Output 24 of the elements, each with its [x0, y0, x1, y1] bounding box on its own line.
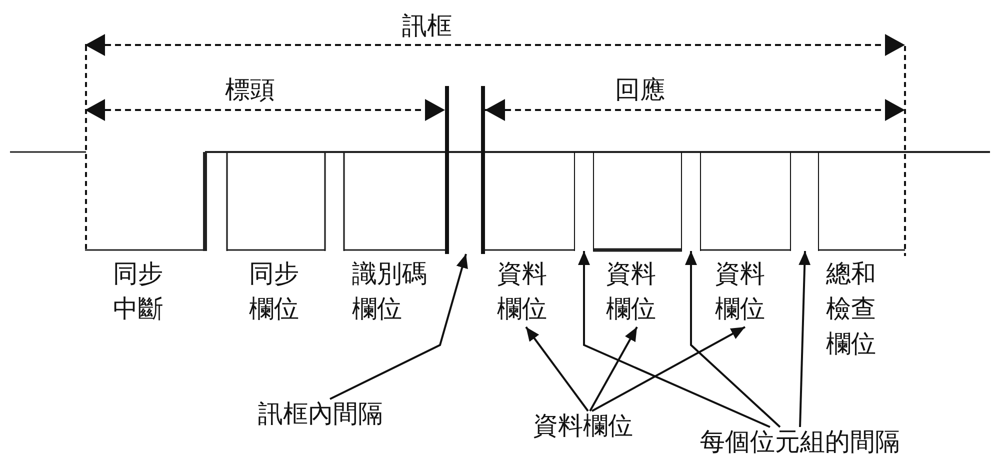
- gap-slot: [790, 152, 819, 251]
- field-label: 資料欄位: [715, 258, 766, 325]
- callout-text: 訊框內間隔: [258, 399, 383, 428]
- callout-text: 資料欄位: [533, 411, 633, 440]
- arrow: [578, 251, 770, 428]
- arrow: [589, 326, 638, 412]
- field-label: 總和檢查欄位: [826, 258, 877, 360]
- arrow: [685, 251, 781, 428]
- field-label: 同步中斷: [113, 258, 164, 325]
- field-label: 同步欄位: [249, 258, 300, 325]
- field-label: 資料欄位: [606, 258, 657, 325]
- gap-slot: [574, 152, 594, 251]
- callout-text: 每個位元組的間隔: [700, 427, 900, 456]
- dimension-label: 標頭: [225, 74, 275, 106]
- field-label: 資料欄位: [497, 258, 548, 325]
- arrow: [798, 250, 811, 428]
- arrow: [592, 326, 746, 412]
- dimension-label: 訊框: [402, 10, 452, 42]
- field-label: 識別碼欄位: [352, 258, 428, 325]
- dimension-label: 回應: [615, 74, 665, 106]
- gap-slot: [445, 86, 485, 254]
- arrow: [525, 326, 589, 412]
- gap-slot: [681, 152, 701, 251]
- arrow: [330, 254, 468, 400]
